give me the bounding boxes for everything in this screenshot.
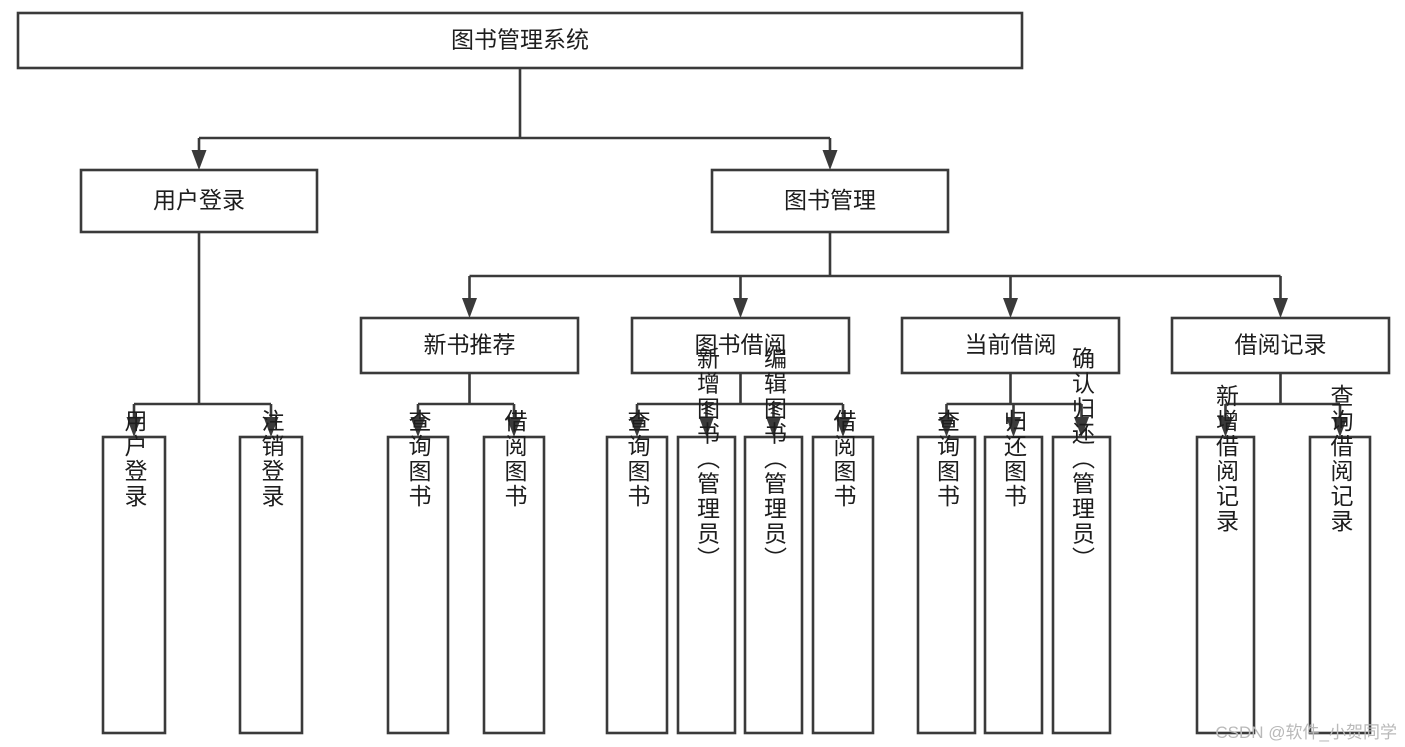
arrow-head-icon [699, 417, 714, 437]
leaf-box[interactable] [983, 435, 1044, 735]
leaf-node[interactable]: 借阅图书 [811, 409, 875, 735]
leaf-label: 新增借阅记录 [1213, 384, 1240, 534]
level3-box[interactable] [630, 316, 851, 375]
leaf-label: 确认归还（管理员） [1069, 347, 1096, 572]
leaf-node[interactable]: 确认归还（管理员） [1051, 347, 1112, 735]
arrow-head-icon [733, 298, 748, 318]
leaf-node[interactable]: 查询图书 [386, 409, 450, 735]
leaf-box[interactable] [916, 435, 977, 735]
leaf-label: 查询图书 [934, 409, 961, 509]
leaf-node[interactable]: 查询图书 [916, 409, 977, 735]
leaf-node[interactable]: 借阅图书 [482, 409, 546, 735]
leaf-box[interactable] [101, 435, 167, 735]
arrow-head-icon [1074, 417, 1089, 437]
level3-box[interactable] [359, 316, 580, 375]
arrow-head-icon [462, 298, 477, 318]
arrow-head-icon [1273, 298, 1288, 318]
leaf-node[interactable]: 用户登录 [101, 409, 167, 735]
level3-label: 新书推荐 [424, 332, 516, 358]
level3-box[interactable] [900, 316, 1121, 375]
leaf-node[interactable]: 归还图书 [983, 409, 1044, 735]
level3-node[interactable]: 图书借阅 [630, 316, 851, 375]
arrow-head-icon [1003, 298, 1018, 318]
leaf-label: 用户登录 [121, 409, 148, 509]
arrow-head-icon [263, 417, 279, 437]
leaf-node[interactable]: 查询借阅记录 [1308, 384, 1372, 735]
leaf-node[interactable]: 注销登录 [238, 409, 304, 735]
level3-label: 当前借阅 [965, 332, 1057, 358]
level3-label: 借阅记录 [1235, 332, 1327, 358]
arrow-head-icon [629, 417, 645, 437]
level3-node[interactable]: 借阅记录 [1170, 316, 1391, 375]
leaf-label: 借阅图书 [830, 409, 857, 509]
leaf-label: 借阅图书 [501, 409, 528, 509]
connector-layer [126, 68, 1348, 437]
level3-box[interactable] [1170, 316, 1391, 375]
leaf-label: 注销登录 [258, 409, 285, 509]
arrow-head-icon [939, 417, 954, 437]
arrow-head-icon [835, 417, 851, 437]
leaf-box[interactable] [386, 435, 450, 735]
leaf-box[interactable] [811, 435, 875, 735]
arrow-head-icon [1006, 417, 1021, 437]
arrow-head-icon [822, 150, 838, 170]
leaf-label: 新增图书（管理员） [694, 347, 721, 572]
node-layer: 图书管理系统用户登录图书管理新书推荐图书借阅当前借阅借阅记录用户登录注销登录查询… [16, 11, 1391, 735]
level3-node[interactable]: 新书推荐 [359, 316, 580, 375]
level3-node[interactable]: 当前借阅 [900, 316, 1121, 375]
arrow-head-icon [1332, 417, 1348, 437]
level2-node[interactable]: 图书管理 [710, 168, 950, 234]
root-box[interactable] [16, 11, 1024, 70]
leaf-label: 查询借阅记录 [1327, 384, 1354, 534]
arrow-head-icon [191, 150, 207, 170]
leaf-box[interactable] [743, 435, 804, 735]
arrow-head-icon [410, 417, 426, 437]
leaf-node[interactable]: 新增图书（管理员） [676, 347, 737, 735]
leaf-box[interactable] [1051, 435, 1112, 735]
level3-label: 图书借阅 [695, 332, 787, 358]
level2-box[interactable] [79, 168, 319, 234]
leaf-label: 查询图书 [405, 409, 432, 509]
level2-node[interactable]: 用户登录 [79, 168, 319, 234]
arrow-head-icon [1218, 417, 1233, 437]
arrow-head-icon [506, 417, 522, 437]
arrow-head-icon [126, 417, 142, 437]
leaf-node[interactable]: 编辑图书（管理员） [743, 347, 804, 735]
leaf-label: 查询图书 [624, 409, 651, 509]
level2-label: 图书管理 [784, 187, 876, 213]
root-node[interactable]: 图书管理系统 [16, 11, 1024, 70]
leaf-box[interactable] [605, 435, 669, 735]
leaf-box[interactable] [238, 435, 304, 735]
leaf-node[interactable]: 查询图书 [605, 409, 669, 735]
leaf-box[interactable] [676, 435, 737, 735]
leaf-label: 编辑图书（管理员） [761, 347, 788, 572]
root-label: 图书管理系统 [451, 27, 589, 53]
leaf-box[interactable] [1195, 435, 1256, 735]
leaf-box[interactable] [1308, 435, 1372, 735]
leaf-label: 归还图书 [1001, 409, 1028, 509]
level2-label: 用户登录 [153, 187, 245, 213]
leaf-node[interactable]: 新增借阅记录 [1195, 384, 1256, 735]
leaf-box[interactable] [482, 435, 546, 735]
arrow-head-icon [766, 417, 781, 437]
level2-box[interactable] [710, 168, 950, 234]
